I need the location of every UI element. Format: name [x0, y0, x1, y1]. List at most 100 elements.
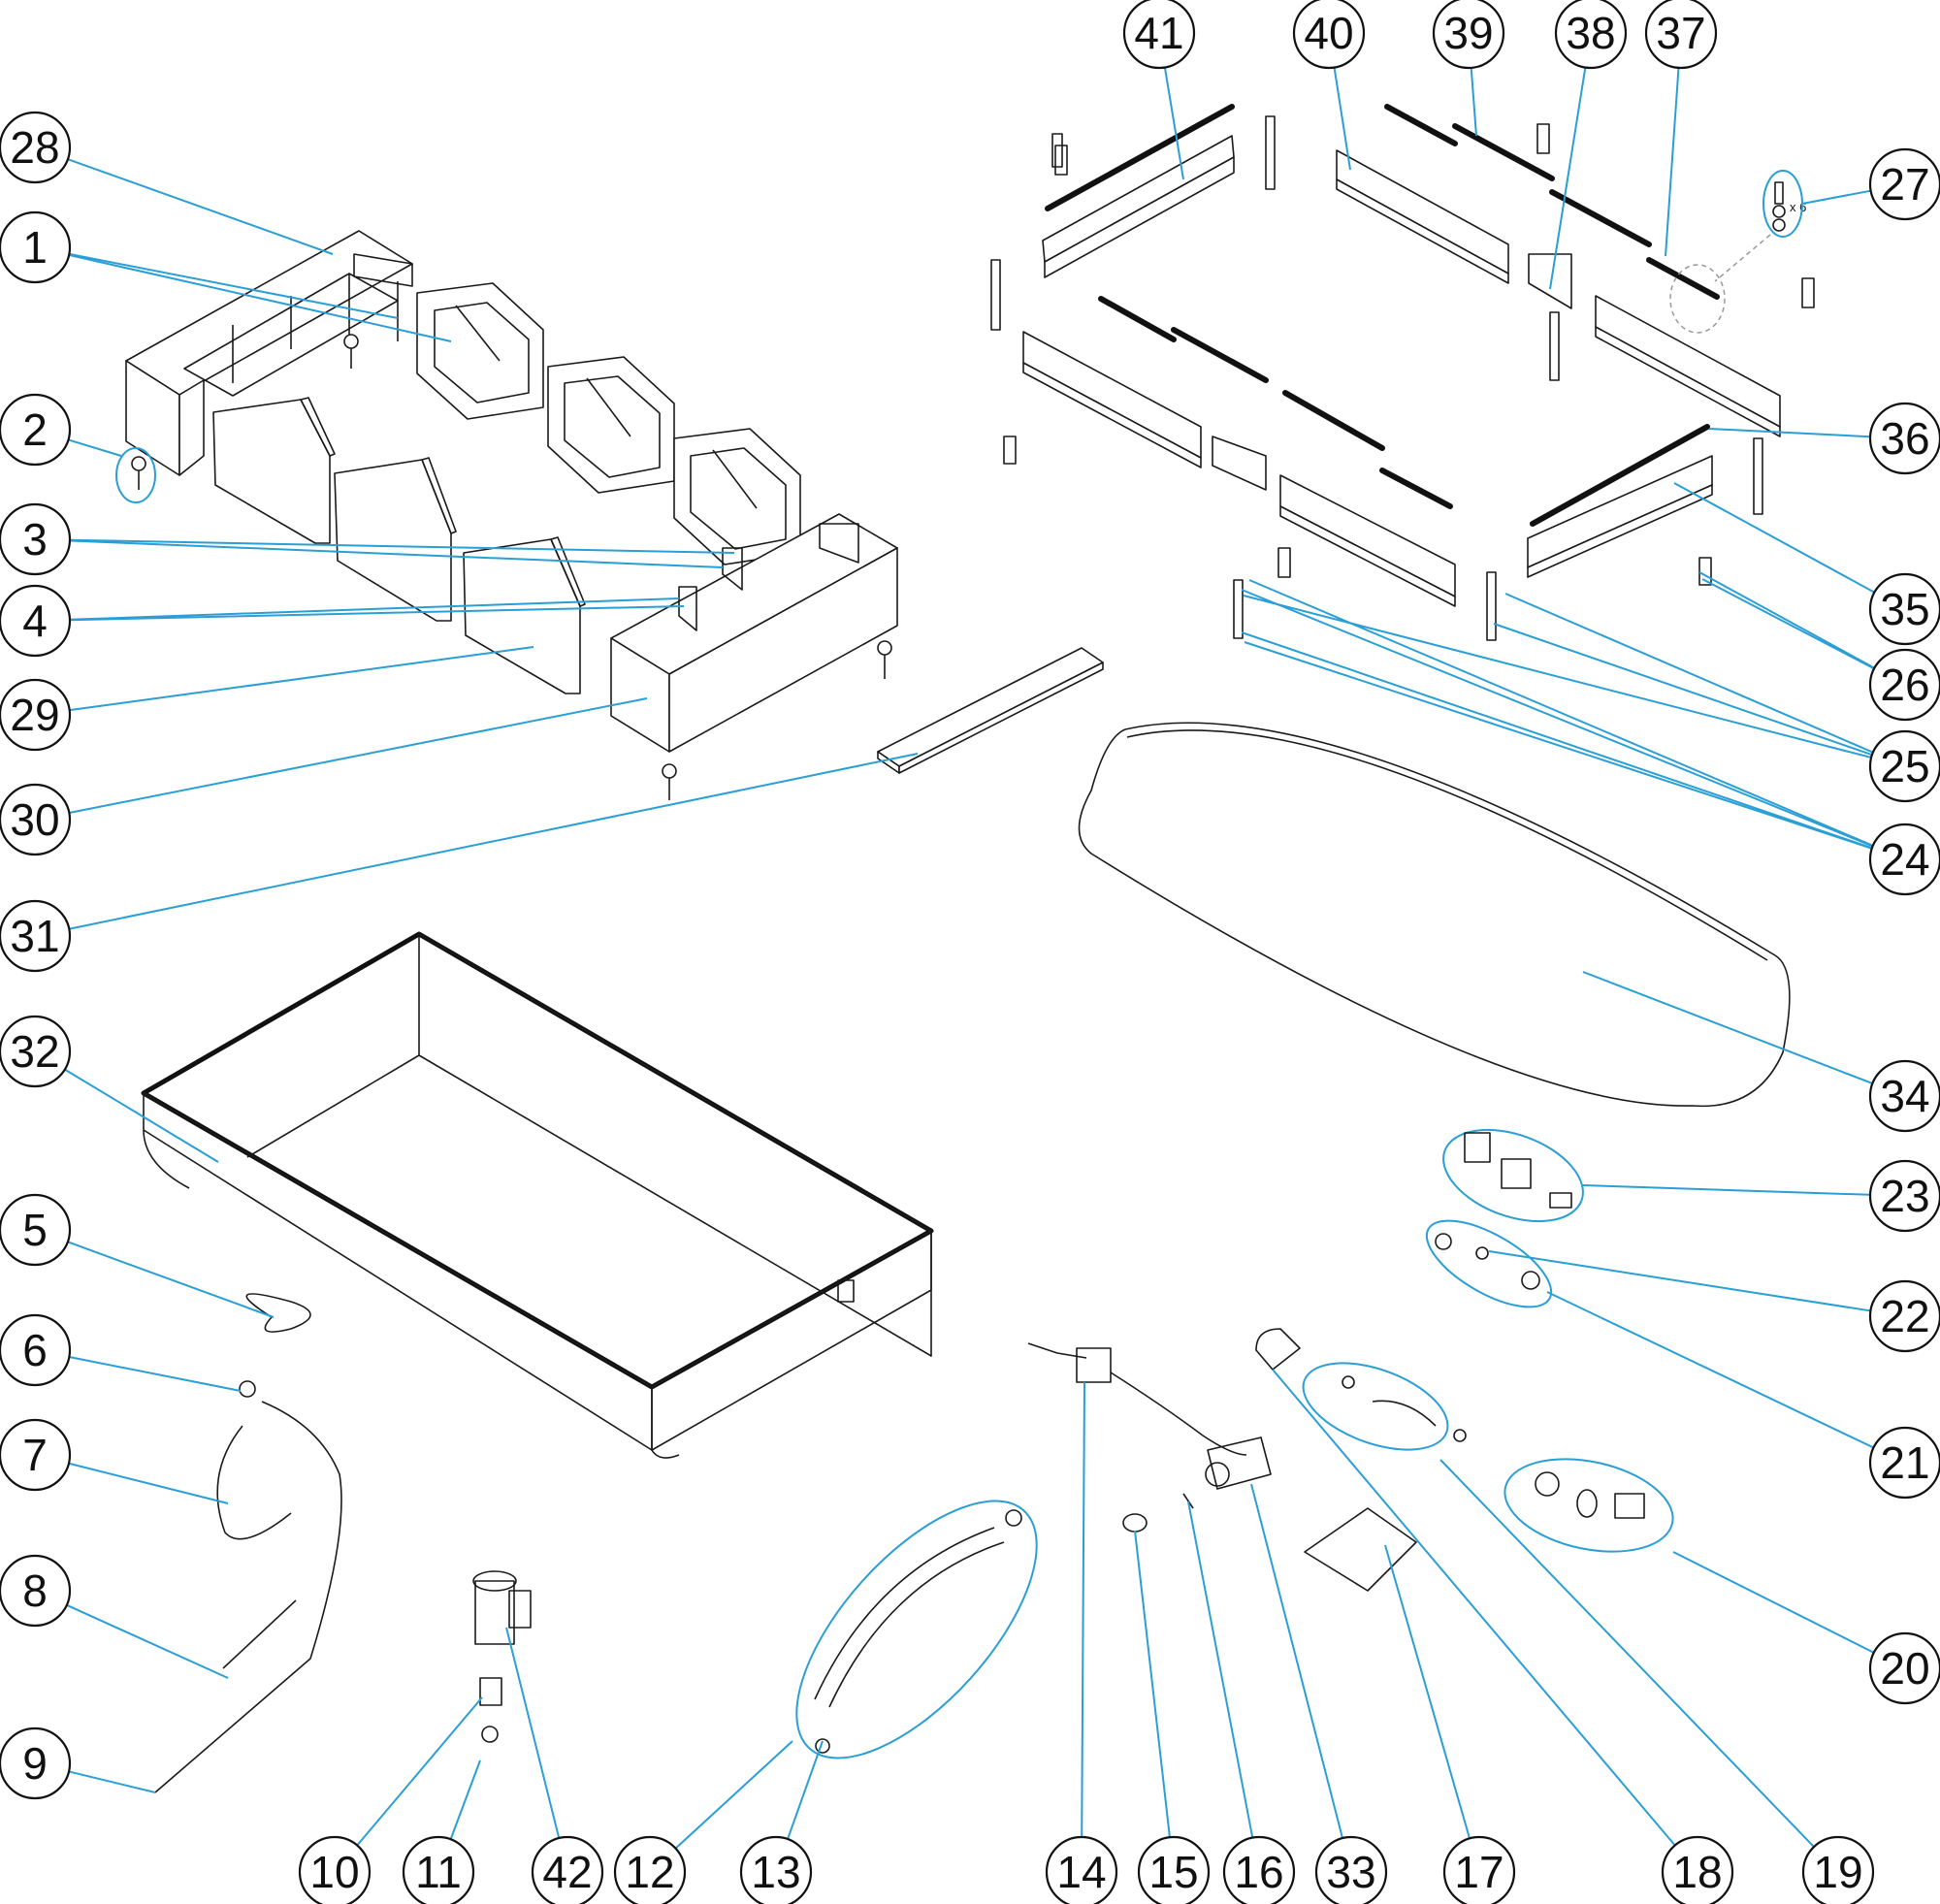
callout-31: 31 [0, 899, 72, 973]
callout-23: 23 [1868, 1159, 1940, 1233]
callout-number: 20 [1880, 1643, 1929, 1694]
callout-36: 36 [1868, 402, 1940, 475]
callout-14: 14 [1045, 1835, 1118, 1904]
callout-3: 3 [0, 502, 72, 576]
leader-line-26-1 [1701, 578, 1875, 670]
leader-line-10-0 [356, 1696, 483, 1847]
callout-number: 24 [1880, 834, 1929, 885]
callout-17: 17 [1442, 1835, 1516, 1904]
callout-33: 33 [1314, 1835, 1388, 1904]
callout-circle [1801, 1835, 1875, 1904]
spa-cover [1078, 722, 1791, 1108]
callout-circle [0, 393, 72, 467]
leader-line-34-0 [1582, 971, 1873, 1084]
callout-4: 4 [0, 584, 72, 658]
callout-10: 10 [298, 1835, 372, 1904]
callout-16: 16 [1222, 1835, 1296, 1904]
callout-number: 35 [1880, 584, 1929, 634]
callout-6: 6 [0, 1313, 72, 1387]
leader-line-26-0 [1698, 571, 1875, 669]
callout-circle [1045, 1835, 1118, 1904]
plumbing-parts [115, 170, 1803, 1793]
callout-circle [1222, 1835, 1296, 1904]
callout-number: 13 [751, 1847, 800, 1897]
leader-line-24-3 [1244, 641, 1873, 850]
leader-line-17-0 [1384, 1544, 1471, 1839]
callout-number: 27 [1880, 159, 1929, 210]
callout-circle [1868, 729, 1940, 803]
leader-line-1-1 [68, 253, 452, 342]
callout-circle [1868, 1059, 1940, 1133]
leader-line-2-0 [68, 438, 122, 457]
callout-30: 30 [0, 783, 72, 856]
callout-number: 8 [22, 1565, 48, 1616]
callout-24: 24 [1868, 823, 1940, 896]
callout-5: 5 [0, 1193, 72, 1267]
tub-shell [141, 931, 934, 1459]
callout-number: 22 [1880, 1291, 1929, 1341]
callout-41: 41 [1122, 0, 1196, 70]
leader-line-37-0 [1665, 67, 1680, 257]
leader-line-41-0 [1163, 67, 1184, 180]
leader-line-30-0 [69, 697, 648, 814]
leader-line-25-2 [1504, 593, 1874, 754]
callout-circle [402, 1835, 475, 1904]
callout-number: 16 [1234, 1847, 1283, 1897]
callout-20: 20 [1868, 1631, 1940, 1705]
callout-circle [1432, 0, 1505, 70]
callout-circle [1868, 402, 1940, 475]
leader-line-14-0 [1081, 1381, 1085, 1838]
callout-1: 1 [0, 210, 72, 284]
callout-7: 7 [0, 1418, 72, 1492]
callout-number: 37 [1656, 8, 1705, 58]
callout-42: 42 [531, 1835, 604, 1904]
callout-15: 15 [1137, 1835, 1211, 1904]
leader-line-39-0 [1470, 67, 1477, 137]
callout-37: 37 [1644, 0, 1718, 70]
leader-line-4-1 [69, 605, 685, 622]
leader-line-32-0 [64, 1068, 219, 1163]
callout-number: 18 [1672, 1847, 1722, 1897]
leader-line-33-0 [1250, 1483, 1343, 1839]
callout-number: 2 [22, 404, 48, 455]
callout-circle [0, 783, 72, 856]
callout-circle [1868, 1426, 1940, 1500]
callout-circle [1644, 0, 1718, 70]
leader-line-1-0 [69, 252, 399, 319]
callout-number: 3 [22, 514, 48, 565]
callout-number: 30 [10, 794, 59, 845]
leader-line-4-0 [69, 597, 680, 621]
callout-11: 11 [402, 1835, 475, 1904]
callout-circle [0, 899, 72, 973]
cabinet-surround [125, 230, 1104, 800]
leader-line-20-0 [1672, 1551, 1875, 1654]
callout-circle [0, 1554, 72, 1628]
callout-circle [1122, 0, 1196, 70]
leader-line-29-0 [69, 646, 534, 712]
callout-2: 2 [0, 393, 72, 467]
callout-circle [0, 1015, 72, 1088]
callout-13: 13 [739, 1835, 813, 1904]
leader-line-40-0 [1333, 67, 1351, 171]
callout-12: 12 [613, 1835, 687, 1904]
callout-circle [1868, 1159, 1940, 1233]
callout-circle [531, 1835, 604, 1904]
callout-number: 21 [1880, 1437, 1929, 1488]
callout-number: 26 [1880, 660, 1929, 710]
leader-line-25-0 [1493, 623, 1873, 757]
callout-40: 40 [1292, 0, 1366, 70]
callout-number: 9 [22, 1738, 48, 1789]
callout-38: 38 [1554, 0, 1628, 70]
callout-26: 26 [1868, 648, 1940, 722]
callout-number: 25 [1880, 741, 1929, 791]
callout-number: 14 [1056, 1847, 1106, 1897]
leader-line-24-2 [1241, 631, 1873, 850]
callout-number: 28 [10, 122, 59, 173]
callout-circle [1292, 0, 1366, 70]
callout-circle [0, 210, 72, 284]
leader-line-12-0 [674, 1740, 793, 1850]
callout-18: 18 [1661, 1835, 1734, 1904]
callout-number: 12 [625, 1847, 674, 1897]
callout-number: 41 [1134, 8, 1183, 58]
